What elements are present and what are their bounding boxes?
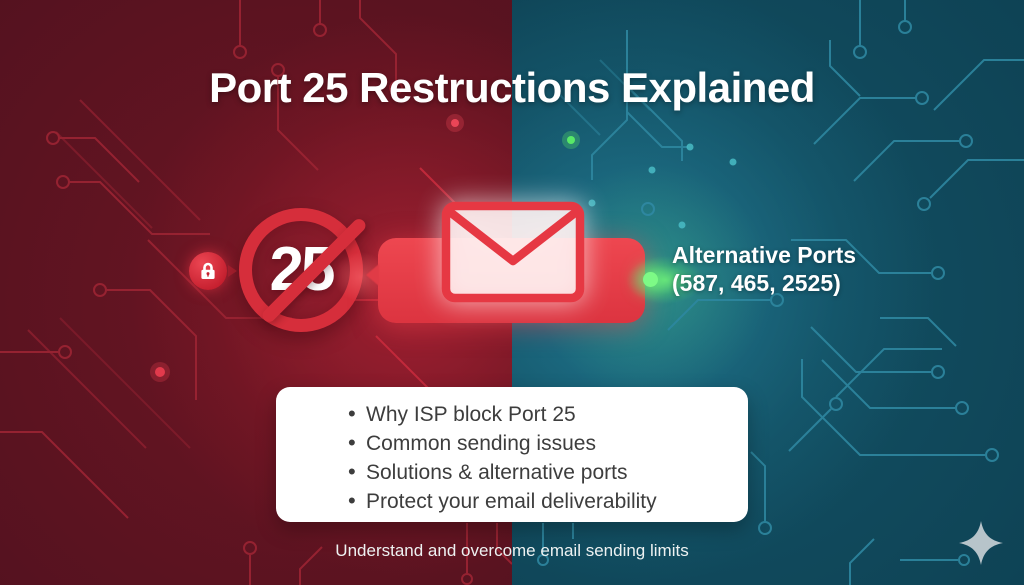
green-signal-glow [626,256,704,304]
alternative-ports-numbers: (587, 465, 2525) [672,270,841,296]
lock-icon [201,262,215,279]
topic-text: Solutions & alternative ports [366,461,628,484]
alternative-ports-label: Alternative Ports (587, 465, 2525) [672,241,856,297]
topics-card: Why ISP block Port 25 Common sending iss… [276,387,748,522]
email-envelope-icon [441,201,585,303]
sparkle-star-icon [959,521,1003,565]
pill-left-notch [366,264,379,286]
list-item: Solutions & alternative ports [348,457,748,487]
topic-text: Common sending issues [366,432,596,455]
list-item: Why ISP block Port 25 [348,399,748,429]
page-title: Port 25 Restructions Explained [209,64,815,111]
list-item: Protect your email deliverability [348,486,748,516]
lock-badge [189,252,227,290]
tagline: Understand and overcome email sending li… [335,541,689,560]
topics-list: Why ISP block Port 25 Common sending iss… [276,387,748,516]
circuit-pattern-right-icon [537,0,1024,585]
list-item: Common sending issues [348,428,748,458]
alternative-ports-title: Alternative Ports [672,242,857,268]
arrow-right-icon [228,265,237,277]
topic-text: Protect your email deliverability [366,490,657,513]
green-signal-dot-icon [643,272,658,287]
topic-text: Why ISP block Port 25 [366,403,576,426]
